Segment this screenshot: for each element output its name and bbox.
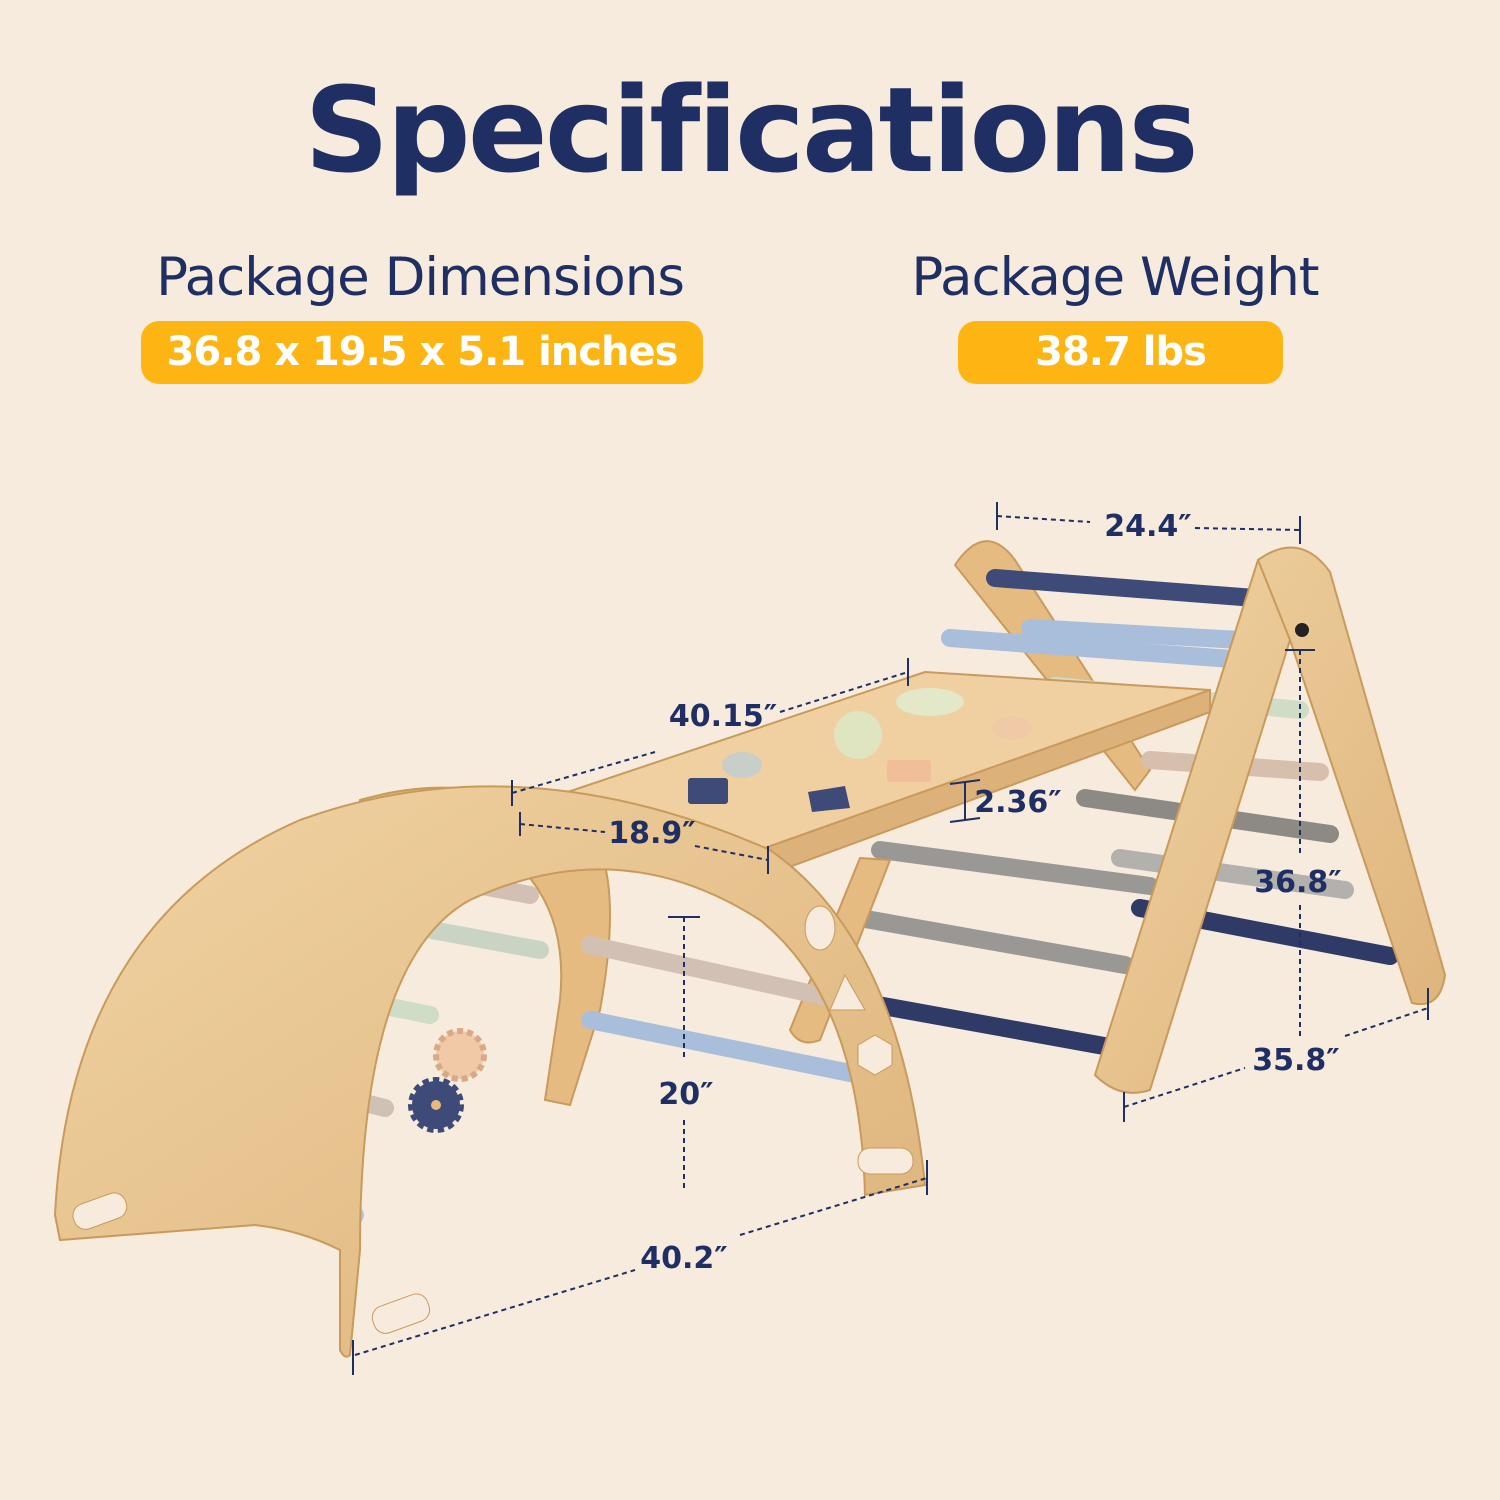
arch-height-label: 20″	[658, 1077, 713, 1112]
ramp-width-label: 18.9″	[608, 816, 695, 851]
gear-icon	[408, 1028, 487, 1133]
shape-pieces	[688, 688, 1032, 812]
triangle-climber	[841, 540, 1447, 1094]
package-dimensions-value: 36.8 x 19.5 x 5.1 inches	[141, 321, 703, 384]
triangle-depth-label: 35.8″	[1252, 1043, 1339, 1078]
arch-length-label: 40.2″	[640, 1241, 727, 1276]
ramp-length-label: 40.15″	[669, 699, 777, 734]
arch-climber	[53, 785, 927, 1358]
package-dimensions-label: Package Dimensions	[156, 247, 685, 308]
package-weight-value: 38.7 lbs	[958, 321, 1283, 384]
dimension-lines	[352, 502, 1429, 1375]
triangle-width-label: 24.4″	[1104, 509, 1191, 544]
page-title: Specifications	[304, 61, 1198, 199]
ramp-thickness-label: 2.36″	[974, 785, 1061, 820]
package-weight-label: Package Weight	[911, 247, 1319, 308]
triangle-height-label: 36.8″	[1254, 865, 1341, 900]
